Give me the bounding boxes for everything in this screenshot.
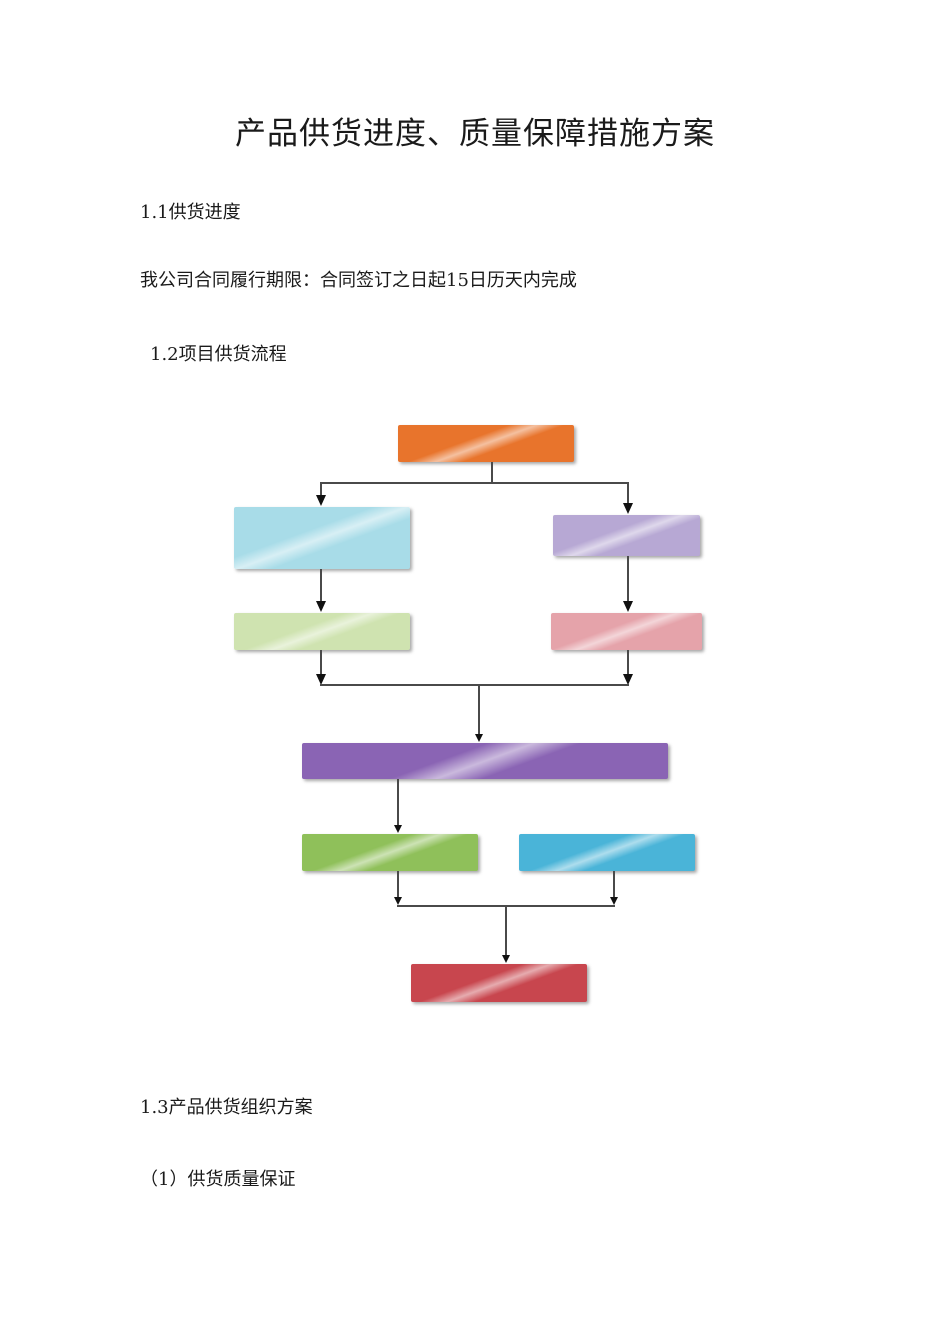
connector-line (627, 556, 629, 602)
flow-box-right-1 (553, 515, 700, 556)
connector-line (627, 482, 629, 504)
connector-line (505, 905, 507, 955)
connector-line (320, 482, 629, 484)
section-heading-1-1: 1.1供货进度 (140, 202, 241, 223)
connector-line (320, 684, 629, 686)
subheading-quality-assurance: （1）供货质量保证 (140, 1169, 296, 1190)
arrow-down-icon (316, 601, 326, 612)
document-title: 产品供货进度、质量保障措施方案 (235, 116, 715, 152)
flow-box-right-2 (551, 613, 702, 650)
arrow-down-icon (623, 674, 633, 685)
arrow-down-icon (502, 955, 510, 963)
connector-line (478, 684, 480, 734)
section-heading-1-3: 1.3产品供货组织方案 (140, 1097, 313, 1118)
connector-line (320, 650, 322, 675)
connector-line (320, 482, 322, 496)
section-heading-1-2: 1.2项目供货流程 (150, 344, 287, 365)
connector-line (627, 650, 629, 675)
connector-line (397, 779, 399, 825)
connector-line (613, 871, 615, 898)
flow-box-bottom-right (519, 834, 695, 871)
connector-line (397, 871, 399, 898)
connector-line (491, 462, 493, 483)
flow-box-left-2 (234, 613, 410, 650)
arrow-down-icon (394, 897, 402, 905)
schedule-paragraph: 我公司合同履行期限：合同签订之日起15日历天内完成 (140, 270, 577, 291)
arrow-down-icon (316, 495, 326, 506)
arrow-down-icon (316, 674, 326, 685)
arrow-down-icon (610, 897, 618, 905)
connector-line (397, 905, 615, 907)
arrow-down-icon (475, 734, 483, 742)
flow-box-left-1 (234, 507, 410, 569)
connector-line (320, 569, 322, 602)
arrow-down-icon (623, 503, 633, 514)
arrow-down-icon (394, 825, 402, 833)
flow-box-start (398, 425, 574, 462)
flow-box-middle (302, 743, 668, 779)
flow-box-end (411, 964, 587, 1002)
flow-box-bottom-left (302, 834, 478, 871)
arrow-down-icon (623, 601, 633, 612)
